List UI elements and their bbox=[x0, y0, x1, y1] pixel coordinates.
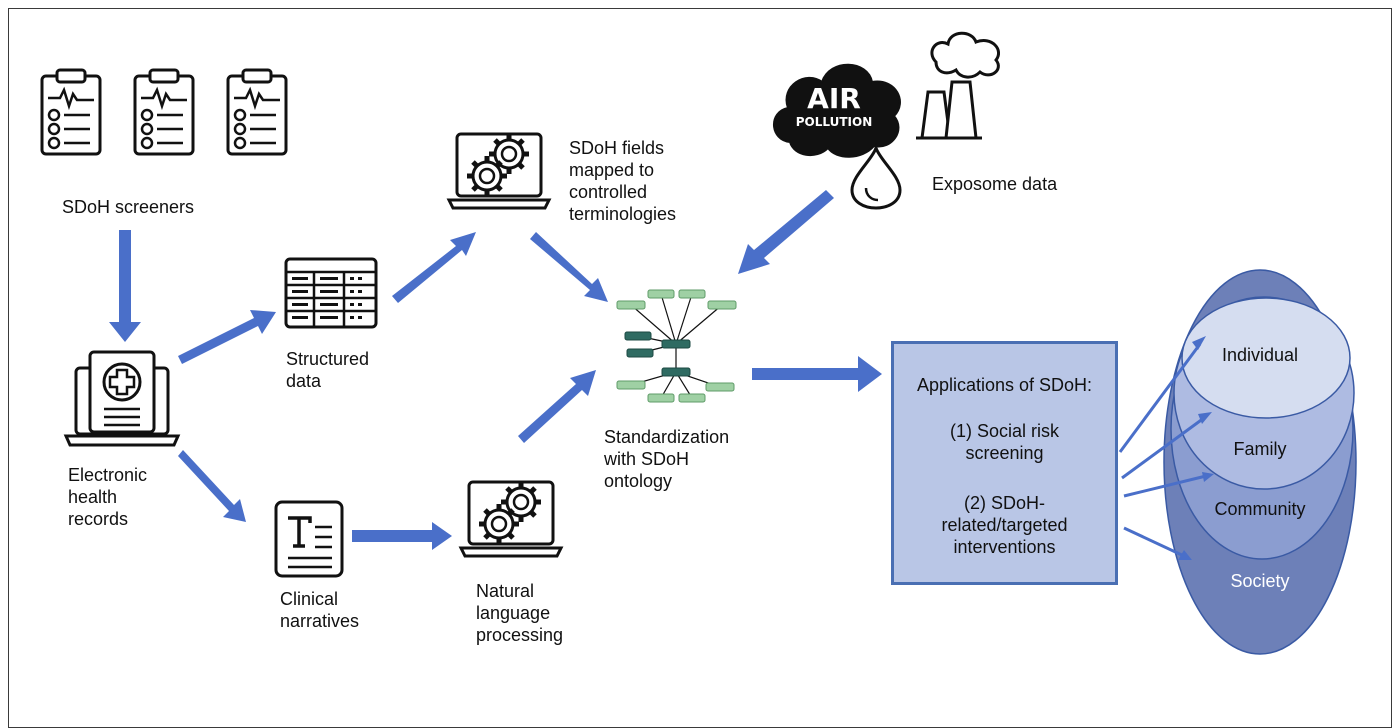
structured-data-line2: data bbox=[286, 371, 322, 391]
pollution-text: POLLUTION bbox=[796, 115, 873, 129]
application-item-1: (1) Social risk screening bbox=[894, 420, 1115, 464]
water-drop-icon bbox=[850, 143, 902, 210]
mapped-line1: SDoH fields bbox=[569, 138, 665, 158]
applications-title: Applications of SDoH: bbox=[916, 375, 1093, 395]
table-icon bbox=[284, 257, 378, 329]
arrow-narratives-to-nlp bbox=[352, 522, 452, 550]
exposome-label: Exposome data bbox=[932, 174, 1058, 194]
arrow-structured-to-mapping bbox=[392, 232, 476, 303]
arrow-ehr-to-structured bbox=[178, 310, 276, 364]
standardization-label: Standardization with SDoH ontology bbox=[604, 426, 729, 492]
ecological-levels bbox=[1163, 269, 1357, 655]
application-item-2-line1: (2) SDoH- bbox=[963, 493, 1045, 513]
nlp-line1: Natural bbox=[476, 581, 535, 601]
applications-box: Applications of SDoH: (1) Social risk sc… bbox=[891, 341, 1118, 585]
structured-data-line1: Structured bbox=[286, 349, 370, 369]
clinical-narratives-label: Clinical narratives bbox=[280, 588, 359, 632]
clipboard-icon bbox=[226, 68, 288, 156]
arrow-ontology-to-applications bbox=[752, 356, 882, 392]
mapped-line2: mapped to bbox=[569, 160, 655, 180]
mapped-line4: terminologies bbox=[569, 204, 677, 224]
ehr-label-line3: records bbox=[68, 509, 129, 529]
nlp-label: Natural language processing bbox=[476, 580, 563, 646]
ehr-laptop-icon bbox=[63, 350, 181, 447]
sdoh-screeners-label: SDoH screeners bbox=[62, 197, 195, 217]
level-family-label: Family bbox=[1233, 439, 1287, 459]
clinical-narratives-line1: Clinical bbox=[280, 589, 339, 609]
level-community-label: Community bbox=[1214, 499, 1306, 519]
mapped-line3: controlled bbox=[569, 182, 648, 202]
mapping-laptop-icon bbox=[449, 134, 549, 208]
arrow-ehr-to-narratives bbox=[178, 450, 246, 522]
ehr-label-line1: Electronic bbox=[68, 465, 148, 485]
air-pollution-cloud-icon: AIR POLLUTION bbox=[773, 63, 901, 158]
arrow-nlp-to-ontology bbox=[518, 370, 596, 443]
nlp-line2: language bbox=[476, 603, 551, 623]
application-item-2-line3: interventions bbox=[953, 537, 1056, 557]
level-individual-label: Individual bbox=[1221, 345, 1299, 365]
ontology-graph-icon bbox=[616, 289, 737, 403]
application-item-2-line2: related/targeted bbox=[941, 515, 1068, 535]
factory-icon bbox=[916, 31, 1000, 140]
arrow-exposome-to-ontology bbox=[738, 190, 834, 274]
ehr-label-line2: health bbox=[68, 487, 118, 507]
standardization-line2: with SDoH bbox=[604, 449, 690, 469]
diagram-stage: AIR POLLUTION bbox=[8, 8, 1392, 728]
ehr-label: Electronic health records bbox=[68, 464, 147, 530]
mapped-label: SDoH fields mapped to controlled termino… bbox=[569, 137, 676, 225]
nlp-line3: processing bbox=[476, 625, 564, 645]
application-item-1-line1: (1) Social risk bbox=[949, 421, 1060, 441]
arrow-mapping-to-ontology bbox=[530, 232, 608, 302]
level-society-label: Society bbox=[1230, 571, 1290, 591]
standardization-line1: Standardization bbox=[604, 427, 730, 447]
application-item-2: (2) SDoH- related/targeted interventions bbox=[894, 492, 1115, 558]
clinical-narratives-line2: narratives bbox=[280, 611, 360, 631]
clipboard-icon bbox=[133, 68, 195, 156]
application-item-1-line2: screening bbox=[965, 443, 1044, 463]
level-arrows bbox=[1118, 336, 1214, 560]
nlp-laptop-icon bbox=[461, 482, 561, 556]
clipboard-icon bbox=[40, 68, 102, 156]
standardization-line3: ontology bbox=[604, 471, 673, 491]
arrow-screeners-to-ehr bbox=[109, 230, 141, 342]
air-text: AIR bbox=[807, 82, 861, 115]
diagram-graphics: AIR POLLUTION bbox=[40, 31, 1357, 655]
document-icon bbox=[274, 500, 344, 578]
structured-data-label: Structured data bbox=[286, 348, 369, 392]
flow-arrows bbox=[109, 190, 882, 550]
individual-ellipse bbox=[1181, 297, 1351, 419]
